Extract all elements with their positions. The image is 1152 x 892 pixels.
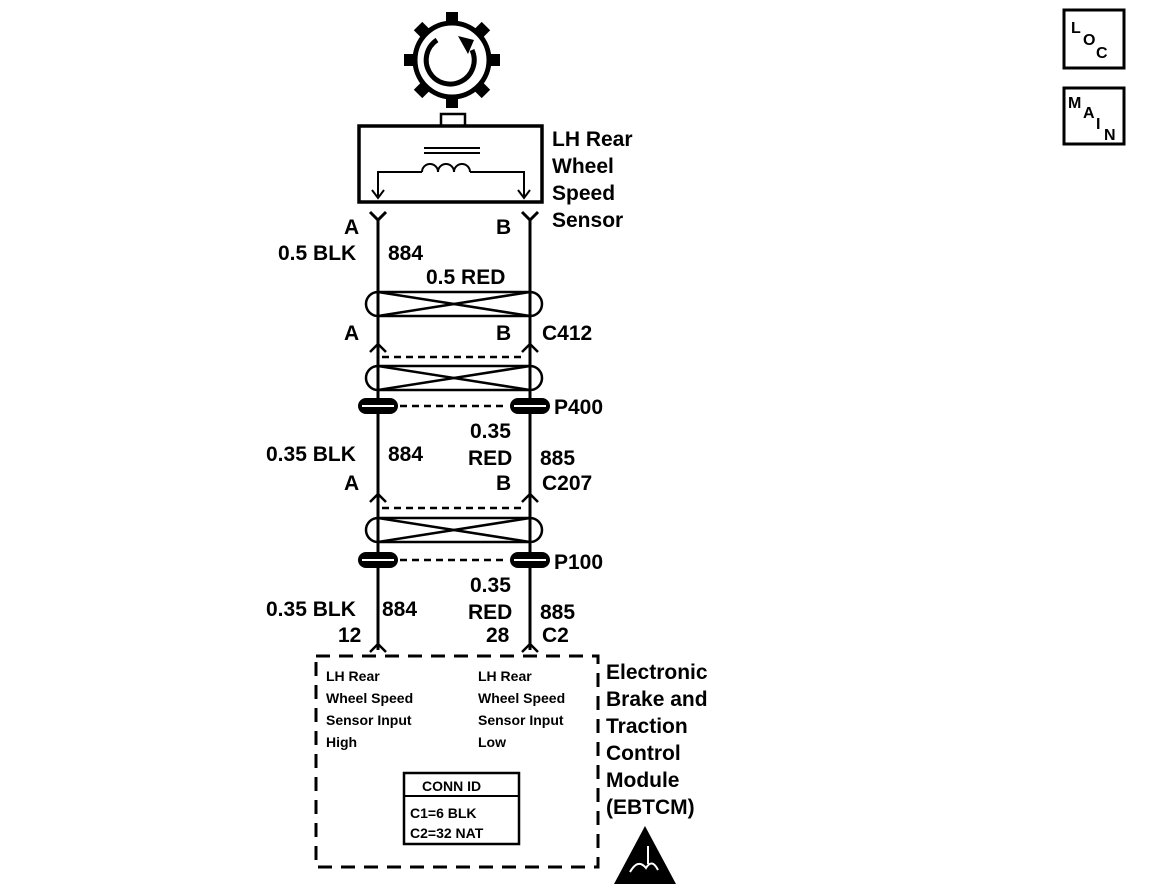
sensor-pin-a: A xyxy=(344,216,359,239)
conn-id-title: CONN ID xyxy=(422,778,481,794)
wire-top-left-label: 0.5 BLK xyxy=(278,242,356,265)
module-name-line-4: Control xyxy=(606,742,681,765)
wire-bot-left-circuit: 884 xyxy=(382,598,417,621)
ebtcm-connector-c2: C2 xyxy=(542,624,569,647)
sensor-pin-b: B xyxy=(496,216,511,239)
ebtcm-module-box xyxy=(314,654,600,869)
wire-bot-right-circuit: 885 xyxy=(540,601,575,624)
main-button[interactable]: M A I N xyxy=(1062,86,1126,146)
module-name-line-5: Module xyxy=(606,769,680,792)
wire-bot-right-color: RED xyxy=(468,601,512,624)
loc-letter-2: O xyxy=(1083,32,1095,49)
c207-pin-a: A xyxy=(344,472,359,495)
twisted-pair-mid xyxy=(364,364,544,392)
ebtcm-pin-28: 28 xyxy=(486,624,510,647)
splice-pack-p400 xyxy=(358,398,550,414)
module-name-line-1: Electronic xyxy=(606,661,708,684)
input-low-line-1: LH Rear xyxy=(478,668,532,684)
c412-pin-a: A xyxy=(344,322,359,345)
wire-bot-left-label: 0.35 BLK xyxy=(266,598,356,621)
wire-mid-left-label: 0.35 BLK xyxy=(266,443,356,466)
wire-bot-right-size: 0.35 xyxy=(470,574,511,597)
wire-top-right-label: 0.5 RED xyxy=(426,266,505,289)
p100-name: P100 xyxy=(554,551,603,574)
main-letter-2: A xyxy=(1083,105,1095,122)
module-name-line-2: Brake and xyxy=(606,688,708,711)
wire-885-red xyxy=(520,210,540,650)
ebtcm-terminals xyxy=(369,642,539,653)
input-high-line-3: Sensor Input xyxy=(326,712,412,728)
c207-pin-b: B xyxy=(496,472,511,495)
sensor-coil-icon xyxy=(371,147,531,200)
wire-mid-right-circuit: 885 xyxy=(540,447,575,470)
wheel-speed-sensor xyxy=(357,112,544,204)
main-letter-3: I xyxy=(1096,116,1100,133)
twisted-pair-top xyxy=(364,290,544,318)
loc-letter-1: L xyxy=(1071,20,1081,37)
sensor-name-line-4: Sensor xyxy=(552,209,623,232)
wire-mid-left-circuit: 884 xyxy=(388,443,423,466)
input-low-line-4: Low xyxy=(478,734,506,750)
conn-id-row-1: C1=6 BLK xyxy=(410,805,477,821)
input-high-line-1: LH Rear xyxy=(326,668,380,684)
sensor-name-line-2: Wheel xyxy=(552,155,614,178)
main-letter-4: N xyxy=(1104,127,1116,144)
input-low-line-2: Wheel Speed xyxy=(478,690,565,706)
sensor-name-line-3: Speed xyxy=(552,182,615,205)
main-letter-1: M xyxy=(1068,95,1081,112)
twisted-pair-bottom xyxy=(364,516,544,544)
c412-pin-b: B xyxy=(496,322,511,345)
wire-mid-right-color: RED xyxy=(468,447,512,470)
loc-button[interactable]: L O C xyxy=(1062,8,1126,70)
sensor-name-line-1: LH Rear xyxy=(552,128,633,151)
wire-mid-right-size: 0.35 xyxy=(470,420,511,443)
conn-id-box: CONN ID C1=6 BLK C2=32 NAT xyxy=(402,771,521,846)
c412-name: C412 xyxy=(542,322,592,345)
p400-name: P400 xyxy=(554,396,603,419)
wire-884-blk xyxy=(368,210,388,650)
wire-top-left-circuit: 884 xyxy=(388,242,423,265)
conn-id-row-2: C2=32 NAT xyxy=(410,825,484,841)
input-high-line-4: High xyxy=(326,734,357,750)
input-high-line-2: Wheel Speed xyxy=(326,690,413,706)
connector-c412 xyxy=(369,342,539,359)
connector-c207 xyxy=(369,492,539,510)
input-low-line-3: Sensor Input xyxy=(478,712,564,728)
c207-name: C207 xyxy=(542,472,592,495)
reluctor-gear-icon xyxy=(404,12,500,108)
ebtcm-pin-12: 12 xyxy=(338,624,361,647)
esd-warning-icon xyxy=(614,826,676,884)
module-name-line-6: (EBTCM) xyxy=(606,796,695,819)
module-name-line-3: Traction xyxy=(606,715,688,738)
splice-pack-p100 xyxy=(358,552,550,568)
loc-letter-3: C xyxy=(1096,45,1108,62)
